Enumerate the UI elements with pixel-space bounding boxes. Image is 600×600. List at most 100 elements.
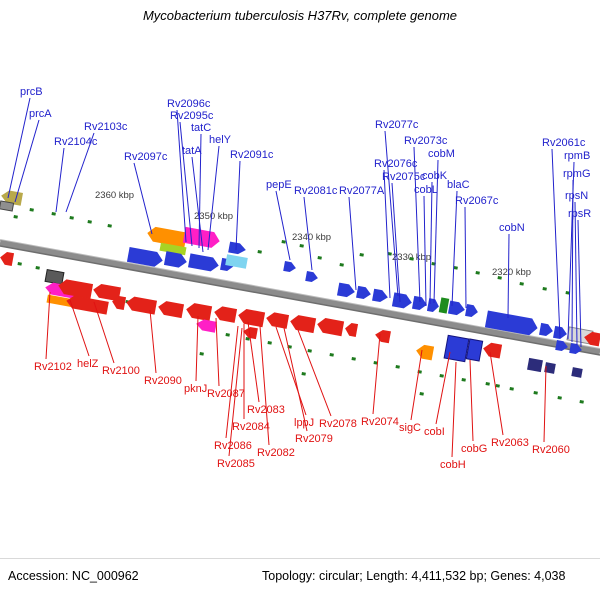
gene-box[interactable]	[159, 242, 187, 256]
gene-arrow[interactable]	[555, 340, 569, 352]
gene-arrow[interactable]	[265, 311, 290, 329]
gene-arrow[interactable]	[125, 295, 158, 315]
gene-arrow[interactable]	[344, 322, 359, 337]
gene-arrow[interactable]	[242, 326, 258, 340]
gene-arrow[interactable]	[484, 310, 539, 336]
gene-label-Rv2078[interactable]: Rv2078	[319, 418, 357, 430]
gene-label-cobL[interactable]: cobL	[414, 184, 438, 196]
gene-label-cobH[interactable]: cobH	[440, 459, 466, 471]
gene-arrow[interactable]	[411, 295, 428, 311]
gene-arrow[interactable]	[126, 246, 164, 268]
gene-label-cobG[interactable]: cobG	[461, 443, 487, 455]
gene-box[interactable]	[0, 200, 15, 212]
gene-arrow[interactable]	[283, 261, 297, 273]
gene-box[interactable]	[465, 338, 484, 362]
gene-label-tatC[interactable]: tatC	[191, 122, 211, 134]
gene-label-Rv2097c[interactable]: Rv2097c	[124, 151, 168, 163]
gene-arrow[interactable]	[583, 331, 600, 347]
gene-label-Rv2073c[interactable]: Rv2073c	[404, 135, 448, 147]
gene-label-tatA[interactable]: tatA	[182, 145, 202, 157]
gene-label-cobK[interactable]: cobK	[422, 170, 448, 182]
gene-arrow[interactable]	[185, 302, 213, 322]
gene-label-Rv2085[interactable]: Rv2085	[217, 458, 255, 470]
gene-label-rpsR[interactable]: rpsR	[568, 208, 591, 220]
gene-label-Rv2096c[interactable]: Rv2096c	[167, 98, 211, 110]
gene-arrow[interactable]	[213, 305, 238, 323]
gene-arrow[interactable]	[356, 285, 372, 300]
gene-arrow[interactable]	[415, 344, 435, 361]
gene-label-Rv2061c[interactable]: Rv2061c	[542, 137, 586, 149]
gene-label-Rv2075c[interactable]: Rv2075c	[382, 171, 426, 183]
gene-label-Rv2095c[interactable]: Rv2095c	[170, 110, 214, 122]
gene-label-prcB[interactable]: prcB	[20, 86, 43, 98]
gene-label-cobN[interactable]: cobN	[499, 222, 525, 234]
gene-arrow[interactable]	[305, 271, 319, 283]
gene-arrow[interactable]	[163, 251, 188, 269]
gene-label-helY[interactable]: helY	[209, 134, 232, 146]
gene-label-Rv2084[interactable]: Rv2084	[232, 421, 270, 433]
gene-arrow[interactable]	[157, 300, 185, 319]
gene-arrow[interactable]	[228, 241, 247, 256]
gene-label-Rv2087[interactable]: Rv2087	[207, 388, 245, 400]
gene-label-Rv2063[interactable]: Rv2063	[491, 437, 529, 449]
gene-arrow[interactable]	[237, 308, 266, 328]
gene-arrow[interactable]	[195, 318, 217, 333]
gene-box[interactable]	[527, 357, 543, 373]
gene-arrow[interactable]	[447, 300, 466, 317]
gene-label-Rv2102[interactable]: Rv2102	[34, 361, 72, 373]
gene-box[interactable]	[571, 367, 583, 378]
gene-arrow[interactable]	[374, 329, 391, 344]
gene-label-rpmG[interactable]: rpmG	[563, 168, 591, 180]
gene-label-Rv2067c[interactable]: Rv2067c	[455, 195, 499, 207]
gene-label-Rv2079[interactable]: Rv2079	[295, 433, 333, 445]
gene-arrow[interactable]	[187, 253, 220, 272]
gene-arrow[interactable]	[569, 343, 583, 355]
gene-arrow[interactable]	[553, 325, 568, 340]
gene-label-rpmB[interactable]: rpmB	[564, 150, 590, 162]
gene-arrow[interactable]	[465, 304, 479, 318]
gene-arrow[interactable]	[372, 288, 389, 303]
gene-box[interactable]	[544, 362, 556, 374]
gene-arrow[interactable]	[482, 342, 503, 359]
gene-label-Rv2074[interactable]: Rv2074	[361, 416, 399, 428]
gene-label-Rv2091c[interactable]: Rv2091c	[230, 149, 274, 161]
gene-label-pepE[interactable]: pepE	[266, 179, 292, 191]
gene-box[interactable]	[438, 297, 450, 314]
gene-arrow[interactable]	[391, 292, 413, 309]
gene-label-pknJ[interactable]: pknJ	[184, 383, 207, 395]
gene-arrow[interactable]	[65, 294, 109, 315]
gene-label-Rv2104c[interactable]: Rv2104c	[54, 136, 98, 148]
gene-arrow[interactable]	[289, 314, 317, 334]
gene-label-Rv2082[interactable]: Rv2082	[257, 447, 295, 459]
gene-box[interactable]	[46, 294, 75, 308]
gene-arrow[interactable]	[539, 322, 554, 337]
gene-label-sigC[interactable]: sigC	[399, 422, 421, 434]
gene-label-Rv2081c[interactable]: Rv2081c	[294, 185, 338, 197]
gene-label-Rv2060[interactable]: Rv2060	[532, 444, 570, 456]
gene-box[interactable]	[44, 268, 65, 286]
gene-arrow[interactable]	[336, 282, 356, 299]
gene-arrow[interactable]	[0, 251, 15, 267]
gene-label-helZ[interactable]: helZ	[77, 358, 99, 370]
gene-box[interactable]	[225, 254, 248, 269]
gene-label-cobM[interactable]: cobM	[428, 148, 455, 160]
gene-label-Rv2077A[interactable]: Rv2077A	[339, 185, 385, 197]
genome-axis[interactable]	[0, 240, 600, 355]
gene-label-cobI[interactable]: cobI	[424, 426, 445, 438]
gene-arrow[interactable]	[146, 226, 188, 248]
gene-label-Rv2100[interactable]: Rv2100	[102, 365, 140, 377]
gene-label-blaC[interactable]: blaC	[447, 179, 470, 191]
gene-label-rpsN[interactable]: rpsN	[565, 190, 588, 202]
gene-arrow[interactable]	[426, 298, 440, 313]
gene-arrow[interactable]	[316, 317, 345, 337]
gene-arrow[interactable]	[111, 295, 127, 311]
gene-arrow[interactable]	[57, 278, 94, 299]
gene-label-Rv2103c[interactable]: Rv2103c	[84, 121, 128, 133]
gene-box[interactable]	[443, 334, 470, 363]
gene-label-Rv2090[interactable]: Rv2090	[144, 375, 182, 387]
gene-label-Rv2076c[interactable]: Rv2076c	[374, 158, 418, 170]
gene-label-Rv2077c[interactable]: Rv2077c	[375, 119, 419, 131]
gene-label-prcA[interactable]: prcA	[29, 108, 52, 120]
gene-label-lppJ[interactable]: lppJ	[294, 417, 314, 429]
gene-label-Rv2086[interactable]: Rv2086	[214, 440, 252, 452]
